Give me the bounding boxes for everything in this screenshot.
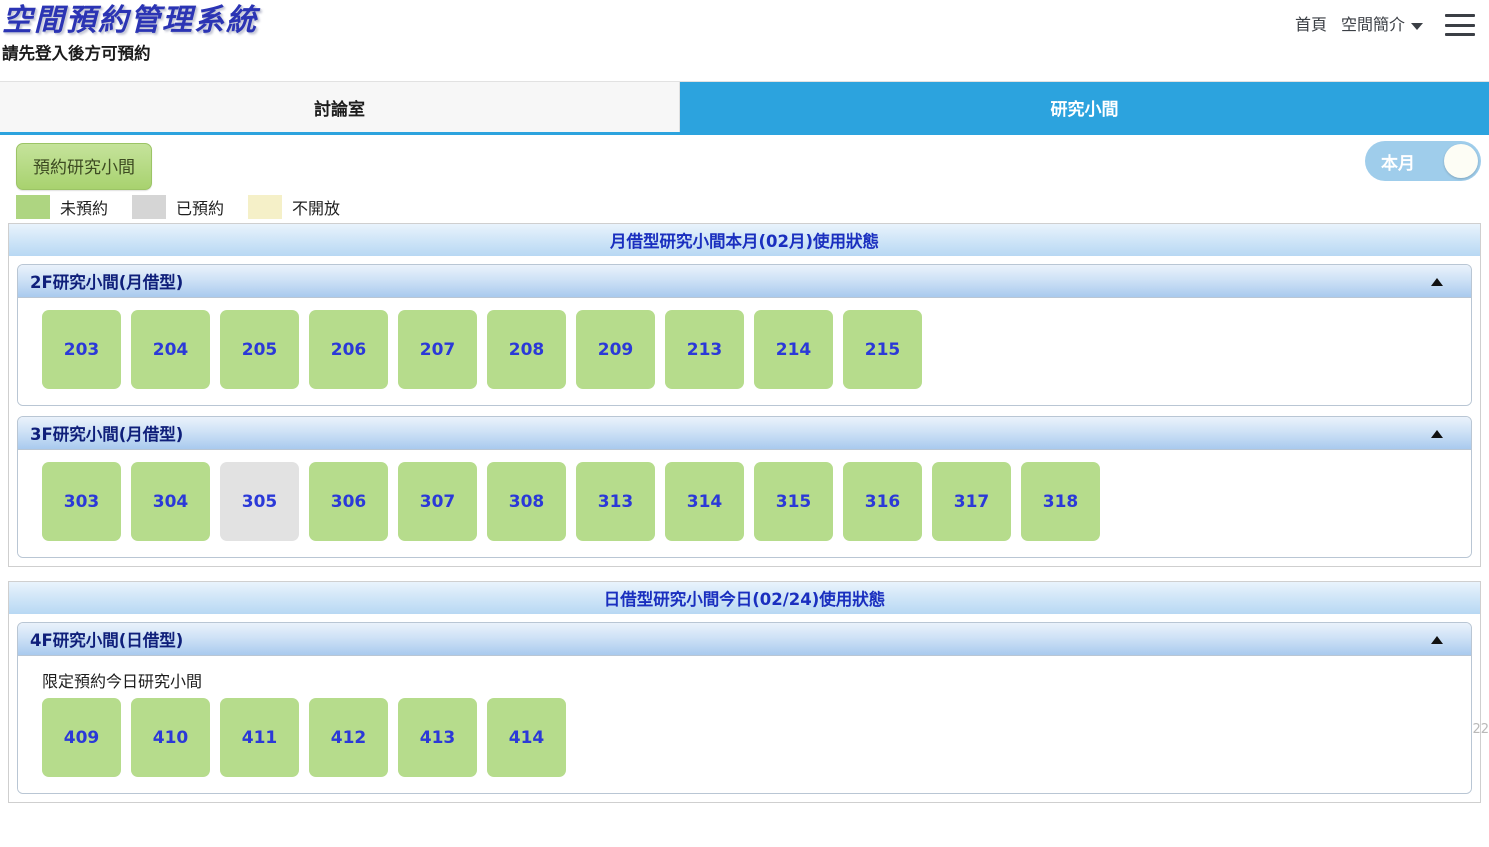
room-tile[interactable]: 410 xyxy=(131,698,210,777)
room-tile[interactable]: 409 xyxy=(42,698,121,777)
legend-item-closed: 不開放 xyxy=(248,195,340,219)
room-tile[interactable]: 414 xyxy=(487,698,566,777)
section-title: 月借型研究小間本月(02月)使用狀態 xyxy=(9,224,1480,256)
floor-panel-title: 4F研究小間(日借型) xyxy=(30,631,184,650)
room-tile[interactable]: 208 xyxy=(487,310,566,389)
legend-label-closed: 不開放 xyxy=(292,199,341,218)
room-tile[interactable]: 314 xyxy=(665,462,744,541)
tab-discussion-room[interactable]: 討論室 xyxy=(0,82,680,132)
caret-up-icon[interactable] xyxy=(1431,636,1443,644)
room-tile[interactable]: 203 xyxy=(42,310,121,389)
legend-swatch-closed xyxy=(248,195,283,219)
room-tile[interactable]: 214 xyxy=(754,310,833,389)
page-root: 空間預約管理系統 請先登入後方可預約 首頁 空間簡介 討論室 研究小間 預約研究… xyxy=(0,0,1489,803)
room-tile[interactable]: 308 xyxy=(487,462,566,541)
room-tile[interactable]: 215 xyxy=(843,310,922,389)
nav-item-home[interactable]: 首頁 xyxy=(1294,15,1327,34)
tab-study-room[interactable]: 研究小間 xyxy=(680,82,1489,132)
chevron-down-icon xyxy=(1411,23,1423,30)
room-tile[interactable]: 413 xyxy=(398,698,477,777)
room-tile[interactable]: 306 xyxy=(309,462,388,541)
room-tile[interactable]: 313 xyxy=(576,462,655,541)
nav-item-intro[interactable]: 空間簡介 xyxy=(1341,12,1423,38)
primary-nav: 首頁 空間簡介 xyxy=(1295,12,1475,38)
room-tile[interactable]: 307 xyxy=(398,462,477,541)
caret-up-icon[interactable] xyxy=(1431,278,1443,286)
nav-item-intro-label: 空間簡介 xyxy=(1340,15,1405,34)
floor-panel-title: 3F研究小間(月借型) xyxy=(30,425,184,444)
site-header: 空間預約管理系統 請先登入後方可預約 首頁 空間簡介 xyxy=(0,0,1489,82)
hamburger-bar xyxy=(1445,33,1475,36)
room-tile[interactable]: 305 xyxy=(220,462,299,541)
section-title: 日借型研究小間今日(02/24)使用狀態 xyxy=(9,582,1480,614)
room-tile[interactable]: 412 xyxy=(309,698,388,777)
legend: 未預約 已預約 不開放 xyxy=(16,195,364,219)
month-toggle-knob[interactable] xyxy=(1444,144,1478,178)
legend-label-booked: 已預約 xyxy=(176,199,225,218)
floor-panel-header[interactable]: 3F研究小間(月借型) xyxy=(18,417,1471,450)
reserve-study-room-button[interactable]: 預約研究小間 xyxy=(16,143,152,190)
hamburger-bar xyxy=(1445,14,1475,17)
room-tile[interactable]: 303 xyxy=(42,462,121,541)
floor-panel-header[interactable]: 2F研究小間(月借型) xyxy=(18,265,1471,298)
month-toggle[interactable]: 本月 xyxy=(1365,141,1481,181)
legend-label-free: 未預約 xyxy=(60,199,109,218)
section: 日借型研究小間今日(02/24)使用狀態 4F研究小間(日借型) 限定預約今日研究小… xyxy=(8,581,1481,803)
month-toggle-label: 本月 xyxy=(1381,153,1415,174)
page-title: 空間預約管理系統 xyxy=(2,3,258,38)
room-tile[interactable]: 317 xyxy=(932,462,1011,541)
room-tile[interactable]: 204 xyxy=(131,310,210,389)
legend-item-booked: 已預約 xyxy=(132,195,224,219)
hamburger-menu-icon[interactable] xyxy=(1445,14,1475,36)
room-tile[interactable]: 207 xyxy=(398,310,477,389)
room-tile[interactable]: 304 xyxy=(131,462,210,541)
floor-panel-header[interactable]: 4F研究小間(日借型) xyxy=(18,623,1471,656)
edge-clipped-number: 22 xyxy=(1472,722,1489,737)
room-tile[interactable]: 315 xyxy=(754,462,833,541)
room-tile[interactable]: 316 xyxy=(843,462,922,541)
room-tile[interactable]: 213 xyxy=(665,310,744,389)
floor-panel-title: 2F研究小間(月借型) xyxy=(30,273,184,292)
legend-swatch-booked xyxy=(132,195,167,219)
room-tile[interactable]: 206 xyxy=(309,310,388,389)
floor-panel-note: 限定預約今日研究小間 xyxy=(42,672,203,691)
room-tile[interactable]: 209 xyxy=(576,310,655,389)
legend-swatch-free xyxy=(16,195,50,219)
room-tile[interactable]: 318 xyxy=(1021,462,1100,541)
caret-up-icon[interactable] xyxy=(1431,430,1443,438)
login-notice: 請先登入後方可預約 xyxy=(2,44,151,63)
legend-item-free: 未預約 xyxy=(16,195,108,219)
toolbar: 預約研究小間 未預約 已預約 不開放 本月 xyxy=(0,135,1489,223)
room-tile[interactable]: 205 xyxy=(220,310,299,389)
room-tile[interactable]: 411 xyxy=(220,698,299,777)
brand-block: 空間預約管理系統 請先登入後方可預約 xyxy=(0,0,258,64)
tab-bar: 討論室 研究小間 xyxy=(0,82,1489,135)
hamburger-bar xyxy=(1445,23,1475,27)
